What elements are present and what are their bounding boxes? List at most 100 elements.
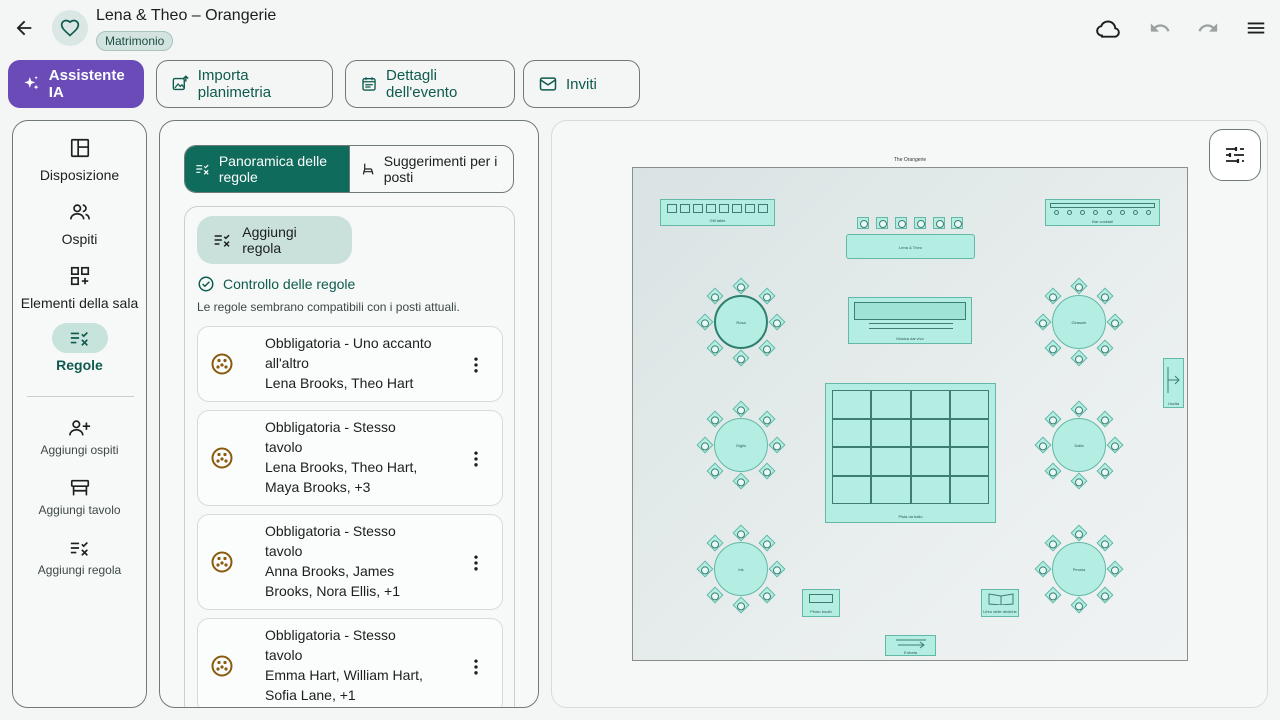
undo-icon[interactable] bbox=[1144, 12, 1176, 44]
cocktail-bar[interactable]: Bar cocktail bbox=[1045, 199, 1160, 226]
seat[interactable] bbox=[706, 586, 724, 604]
nav-item-rules[interactable]: Regole bbox=[13, 323, 146, 373]
quick-add-table-button[interactable]: Aggiungi tavolo bbox=[13, 477, 146, 517]
dance-floor[interactable]: Pista da ballo bbox=[825, 383, 996, 523]
seat[interactable] bbox=[1044, 462, 1062, 480]
seat[interactable] bbox=[1034, 313, 1052, 331]
nav-item-room-elements[interactable]: Elementi della sala bbox=[13, 261, 146, 311]
round-table[interactable]: Girasole bbox=[1034, 277, 1124, 367]
seat[interactable] bbox=[1106, 436, 1124, 454]
seat[interactable] bbox=[876, 217, 888, 229]
seat[interactable] bbox=[1070, 400, 1088, 418]
seat[interactable] bbox=[1096, 287, 1114, 305]
seat[interactable] bbox=[1070, 524, 1088, 542]
seat[interactable] bbox=[758, 287, 776, 305]
seat[interactable] bbox=[1106, 313, 1124, 331]
seat[interactable] bbox=[768, 560, 786, 578]
seat[interactable] bbox=[732, 596, 750, 614]
exit-door[interactable]: Uscita bbox=[1163, 358, 1184, 408]
round-table[interactable]: Peonia bbox=[1034, 524, 1124, 614]
seat[interactable] bbox=[732, 400, 750, 418]
seat[interactable] bbox=[732, 277, 750, 295]
import-floorplan-button[interactable]: Importa planimetria bbox=[156, 60, 333, 108]
head-table[interactable]: Lena & Theo bbox=[846, 234, 975, 259]
more-vert-icon[interactable] bbox=[464, 655, 488, 679]
more-vert-icon[interactable] bbox=[464, 551, 488, 575]
rule-item[interactable]: Obbligatoria - Uno accanto all'altro Len… bbox=[197, 326, 503, 402]
seat[interactable] bbox=[1096, 339, 1114, 357]
rule-item[interactable]: Obbligatoria - Stesso tavolo Lena Brooks… bbox=[197, 410, 503, 506]
more-vert-icon[interactable] bbox=[464, 447, 488, 471]
hamburger-menu-icon[interactable] bbox=[1240, 12, 1272, 44]
seat[interactable] bbox=[914, 217, 926, 229]
redo-icon[interactable] bbox=[1192, 12, 1224, 44]
ai-assistant-button[interactable]: Assistente IA bbox=[8, 60, 144, 108]
round-table[interactable]: Giglio bbox=[696, 400, 786, 490]
seat-icon bbox=[362, 163, 373, 175]
event-details-button[interactable]: Dettagli dell'evento bbox=[345, 60, 515, 108]
seat[interactable] bbox=[951, 217, 963, 229]
seat[interactable] bbox=[895, 217, 907, 229]
seat[interactable] bbox=[706, 462, 724, 480]
seat[interactable] bbox=[732, 472, 750, 490]
more-vert-icon[interactable] bbox=[464, 353, 488, 377]
seat[interactable] bbox=[1106, 560, 1124, 578]
seat[interactable] bbox=[758, 534, 776, 552]
invites-button[interactable]: Inviti bbox=[523, 60, 640, 108]
round-table[interactable]: Dalia bbox=[1034, 400, 1124, 490]
round-table[interactable]: Iris bbox=[696, 524, 786, 614]
seat[interactable] bbox=[758, 586, 776, 604]
seat[interactable] bbox=[1070, 472, 1088, 490]
seat[interactable] bbox=[1044, 339, 1062, 357]
seat[interactable] bbox=[1096, 586, 1114, 604]
rule-item[interactable]: Obbligatoria - Stesso tavolo Anna Brooks… bbox=[197, 514, 503, 610]
seat[interactable] bbox=[1034, 436, 1052, 454]
seat[interactable] bbox=[758, 410, 776, 428]
add-rule-button[interactable]: Aggiungi regola bbox=[197, 216, 352, 264]
seat[interactable] bbox=[933, 217, 945, 229]
tab-seating-suggestions[interactable]: Suggerimenti per i posti bbox=[348, 146, 514, 192]
photo-booth[interactable]: Photo booth bbox=[802, 589, 840, 617]
floorplan-title: The Orangerie bbox=[893, 157, 927, 163]
cloud-sync-icon[interactable] bbox=[1092, 12, 1124, 44]
live-music-stage[interactable]: Musica dal vivo bbox=[848, 297, 972, 344]
seat[interactable] bbox=[1070, 349, 1088, 367]
seat[interactable] bbox=[758, 339, 776, 357]
side-navigation: Disposizione Ospiti Elementi della sala … bbox=[12, 120, 147, 708]
seat[interactable] bbox=[696, 313, 714, 331]
seat[interactable] bbox=[706, 339, 724, 357]
nav-item-layout[interactable]: Disposizione bbox=[13, 133, 146, 183]
round-table[interactable]: Rosa bbox=[696, 277, 786, 367]
invites-label: Inviti bbox=[566, 75, 597, 93]
seat[interactable] bbox=[1034, 560, 1052, 578]
guestbook-table[interactable]: Libro delle dediche bbox=[981, 589, 1019, 617]
favorite-heart-icon[interactable] bbox=[52, 10, 88, 46]
seat[interactable] bbox=[768, 436, 786, 454]
seat[interactable] bbox=[758, 462, 776, 480]
seat[interactable] bbox=[696, 436, 714, 454]
rule-item[interactable]: Obbligatoria - Stesso tavolo Emma Hart, … bbox=[197, 618, 503, 707]
gift-table[interactable]: Gift table bbox=[660, 199, 775, 226]
event-title: Lena & Theo – Orangerie bbox=[96, 7, 277, 24]
seat[interactable] bbox=[768, 313, 786, 331]
seat[interactable] bbox=[1096, 410, 1114, 428]
nav-item-guests[interactable]: Ospiti bbox=[13, 197, 146, 247]
seat[interactable] bbox=[732, 524, 750, 542]
seat[interactable] bbox=[857, 217, 869, 229]
seat[interactable] bbox=[1070, 277, 1088, 295]
rule-type-icon bbox=[210, 352, 234, 376]
quick-add-rule-button[interactable]: Aggiungi regola bbox=[13, 537, 146, 577]
back-arrow-icon[interactable] bbox=[8, 12, 40, 44]
floorplan-canvas[interactable]: The Orangerie Gift table Bar cocktail Le… bbox=[551, 120, 1268, 708]
entrance-door[interactable]: Entrata bbox=[885, 635, 936, 656]
seat[interactable] bbox=[1044, 586, 1062, 604]
view-settings-tune-icon[interactable] bbox=[1209, 129, 1261, 181]
seat[interactable] bbox=[732, 349, 750, 367]
seat[interactable] bbox=[696, 560, 714, 578]
seat[interactable] bbox=[1096, 534, 1114, 552]
head-table-label: Lena & Theo bbox=[899, 245, 922, 250]
tab-rules-overview[interactable]: Panoramica delle regole bbox=[185, 146, 349, 192]
seat[interactable] bbox=[1070, 596, 1088, 614]
quick-add-guests-button[interactable]: Aggiungi ospiti bbox=[13, 417, 146, 457]
seat[interactable] bbox=[1096, 462, 1114, 480]
